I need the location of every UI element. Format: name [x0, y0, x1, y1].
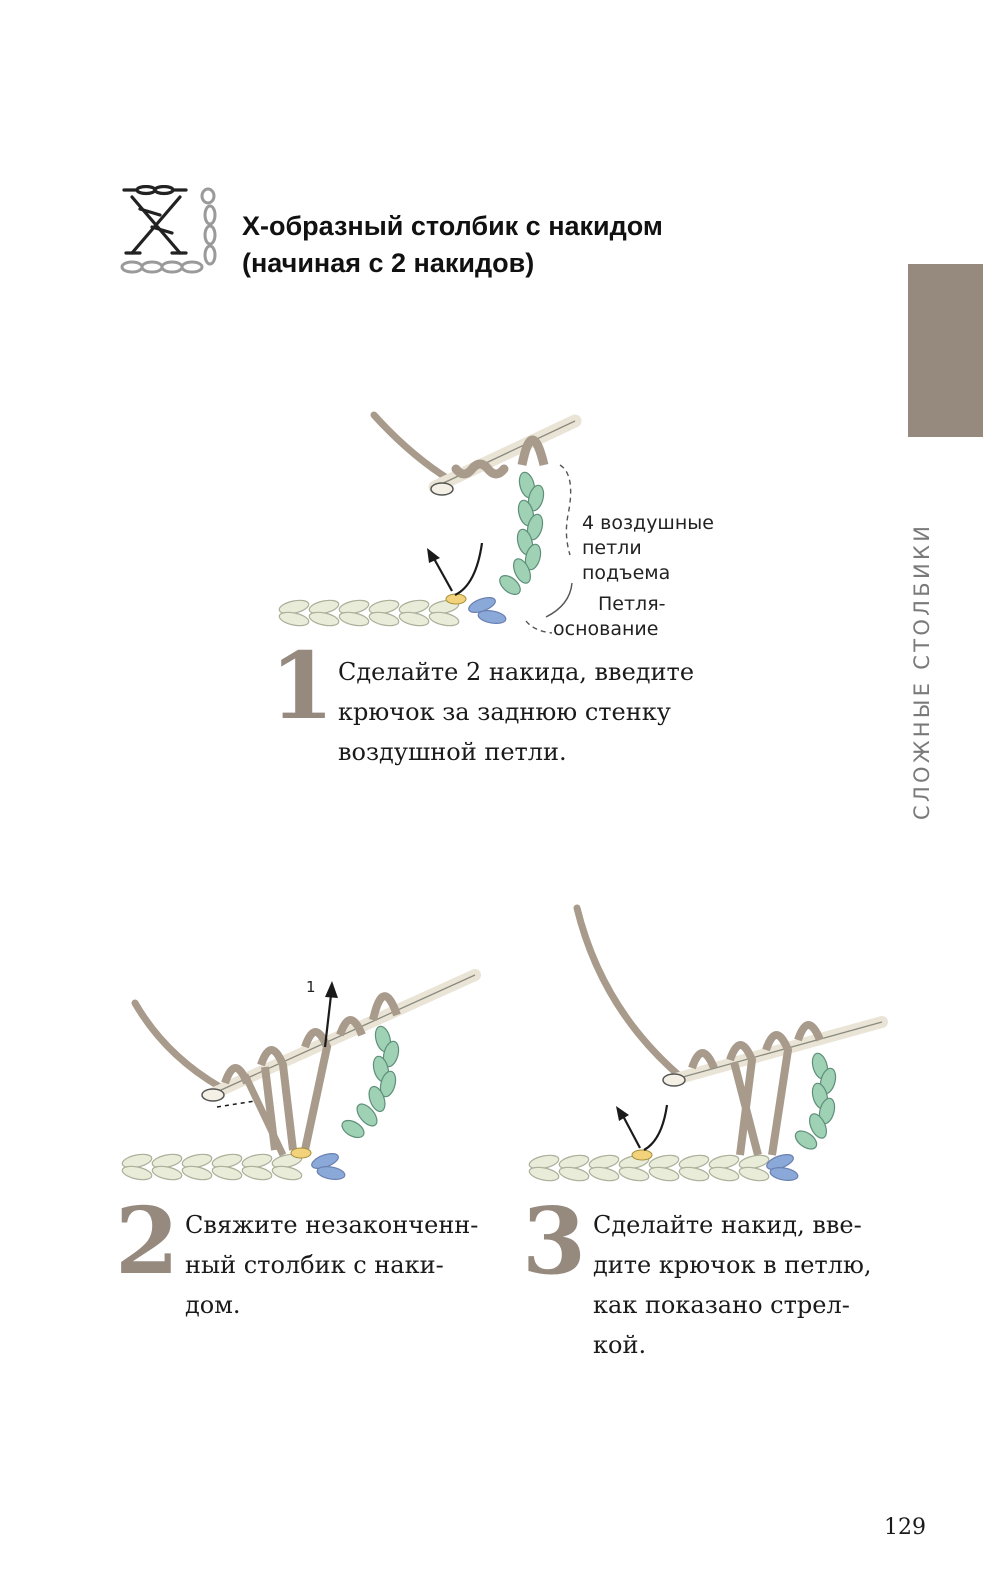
step-1-text: Сделайте 2 накида, введите крючок за зад… [338, 652, 694, 772]
step-1-line: крючок за заднюю стенку [338, 698, 671, 726]
step1-illustration [278, 411, 582, 634]
step-3-line: дите крючок в петлю, [593, 1251, 872, 1279]
step-2-line: дом. [185, 1291, 241, 1319]
step-1-line: Сделайте 2 накида, введите [338, 658, 695, 686]
step-2-text: Свяжите незаконченн- ный столбик с наки-… [185, 1205, 478, 1325]
page-title: Х-образный столбик с накидом (начиная с … [242, 208, 802, 282]
step-3-line: кой. [593, 1331, 647, 1359]
step-3-line: как показано стрел- [593, 1291, 850, 1319]
base-label-line-2: основание [553, 618, 659, 640]
chain-label-line-3: подъема [582, 562, 671, 584]
step-number-1: 1 [270, 632, 335, 740]
step-1-line: воздушной петли. [338, 738, 567, 766]
page-number: 129 [884, 1515, 926, 1540]
base-label-line-1: Петля- [598, 593, 666, 615]
base-loop-label: Петля- основание [553, 592, 665, 642]
title-line-1: Х-образный столбик с накидом [242, 211, 663, 241]
section-side-label: СЛОЖНЫЕ СТОЛБИКИ [910, 522, 934, 820]
step2-illustration [121, 969, 481, 1181]
step-number-3: 3 [522, 1187, 587, 1295]
crochet-symbol-icon [120, 185, 217, 274]
step-2-line: ный столбик с наки- [185, 1251, 444, 1279]
side-color-tab [908, 264, 983, 437]
step-3-text: Сделайте накид, вве- дите крючок в петлю… [593, 1205, 871, 1365]
chain-label: 4 воздушные петли подъема [582, 511, 714, 586]
step-3-line: Сделайте накид, вве- [593, 1211, 862, 1239]
chain-label-line-1: 4 воздушные [582, 512, 714, 534]
step-number-2: 2 [115, 1187, 180, 1295]
step2-arrow-label: 1 [306, 978, 316, 996]
step-2-line: Свяжите незаконченн- [185, 1211, 479, 1239]
title-line-2: (начиная с 2 накидов) [242, 248, 535, 278]
step3-illustration [528, 904, 888, 1182]
chain-label-line-2: петли [582, 537, 642, 559]
